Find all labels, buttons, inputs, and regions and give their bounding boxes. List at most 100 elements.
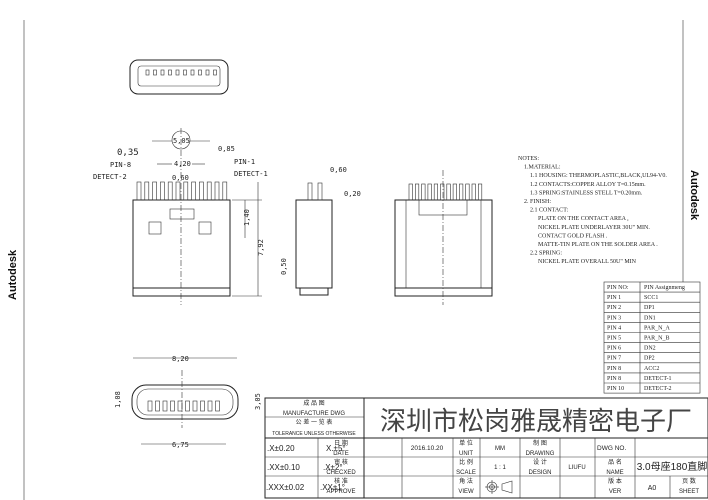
pin-signal: DN2	[644, 346, 656, 352]
solder-pin	[427, 183, 432, 201]
pin-table-header-no: PIN NO:	[607, 285, 629, 291]
solder-pin	[214, 181, 220, 201]
notes: NOTES:1.MATERIAL:1.1 HOUSING: THERMOPLAS…	[518, 156, 667, 265]
title-block: 成 品 图 MANUFACTURE DWG 公 差 一 览 表 TOLERANC…	[264, 397, 708, 499]
dim-pitch: 0,60	[172, 174, 189, 182]
solder-pin	[459, 183, 464, 201]
tolerance-cn: 公 差 一 览 表	[296, 418, 333, 426]
pin-signal: PAR_N_A	[644, 325, 670, 331]
contact-pin	[177, 400, 183, 412]
contact-pin	[198, 69, 202, 76]
dim-bottom-inner: 6,75	[172, 441, 189, 449]
contact-pin	[185, 400, 190, 412]
pin-number: PIN 3	[607, 315, 621, 321]
contact-pin	[205, 69, 210, 76]
checked-label-cn: 审 核	[334, 458, 348, 466]
solder-pin	[183, 181, 189, 201]
unit-label-cn: 单 位	[459, 439, 473, 447]
note-line: NICKEL PLATE OVERALL 50U" MIN	[538, 259, 637, 265]
view-label-cn: 角 法	[459, 477, 473, 485]
dim-bottom-slot: 1,08	[114, 391, 122, 408]
contact-pin	[207, 400, 213, 412]
dim-edge: 0,85	[218, 145, 235, 153]
note-line: NICKEL PLATE UNDERLAYER 30U" MIN.	[538, 225, 650, 231]
unit-label-en: UNIT	[459, 451, 473, 457]
contact-pin	[192, 400, 198, 412]
tol-1: .X±0.20	[267, 444, 295, 453]
solder-pin	[136, 181, 142, 201]
pin-number: PIN 8	[607, 366, 621, 372]
autodesk-watermark-left: Autodesk	[7, 249, 19, 300]
pin-signal: DETECT-2	[644, 386, 671, 392]
contact-pin	[213, 69, 217, 76]
pin-signal: DP1	[644, 305, 655, 311]
contact-pin	[190, 69, 195, 76]
dim-height-total: 7,92	[257, 239, 265, 256]
contact-pin	[155, 400, 160, 412]
pin-signal: SCC1	[644, 295, 658, 301]
ver-label-cn: 版 本	[608, 477, 622, 485]
dim-side-offset: 0,20	[344, 190, 361, 198]
name-value: 3.0母座180直脚	[637, 460, 708, 473]
front-view: 5,05 0,35 0,85 4,20 0,60 PIN-8 DETECT-2 …	[93, 128, 268, 305]
projection-view-icon	[485, 480, 513, 494]
contact-pin	[145, 69, 150, 76]
solder-pin	[144, 181, 150, 201]
approve-label-en: APPROVE	[326, 489, 355, 495]
back-view	[394, 170, 493, 305]
date-value: 2016.10.20	[411, 445, 444, 452]
pin-number: PIN 2	[607, 305, 621, 311]
design-value: LIUFU	[568, 465, 585, 471]
label-pin8: PIN-8	[110, 161, 131, 169]
solder-pin	[152, 181, 157, 201]
solder-pin	[199, 181, 204, 201]
ver-value: A0	[648, 485, 657, 492]
note-line: NOTES:	[518, 156, 539, 162]
contact-pin	[183, 69, 187, 76]
scale-value: 1 : 1	[494, 465, 506, 471]
contact-pin	[175, 69, 180, 76]
note-line: MATTE-TIN PLATE ON THE SOLDER AREA .	[538, 242, 658, 248]
unit-value: MM	[495, 446, 505, 452]
dim-bottom-width: 8,20	[172, 355, 189, 363]
dim-side-pin-gap: 0,60	[330, 166, 347, 174]
dim-pitch-span: 5,05	[173, 137, 190, 145]
tol-3: .XXX±0.02	[266, 483, 305, 492]
manufacture-cn: 成 品 图	[303, 399, 324, 407]
contact-pin	[153, 69, 157, 76]
ang-3: .XX±1°	[320, 483, 345, 492]
ver-label-en: VER	[609, 489, 622, 495]
pin-number: PIN 4	[607, 325, 621, 331]
label-detect1: DETECT-1	[234, 170, 268, 178]
manufacture-en: MANUFACTURE DWG	[283, 411, 345, 417]
name-label-cn: 品 名	[608, 458, 622, 466]
sheet-label-en: SHEET	[679, 489, 699, 495]
note-line: 2.2 SPRING:	[530, 251, 562, 257]
pin-number: PIN 8	[607, 376, 621, 382]
pin-signal: PAR_N_B	[644, 336, 669, 342]
scale-label-en: SCALE	[456, 470, 476, 476]
pin-signal: DN1	[644, 315, 656, 321]
ang-2: .X±2°	[323, 463, 343, 472]
note-line: PLATE ON THE CONTACT AREA ,	[538, 216, 629, 222]
dim-bottom-height: 3,05	[254, 393, 262, 410]
name-label-en: NAME	[606, 470, 623, 476]
drawing-label-cn: 制 图	[533, 439, 547, 447]
solder-pin	[191, 181, 196, 201]
ang-1: X.±5°	[326, 444, 346, 453]
contact-pin	[162, 400, 168, 412]
solder-pin	[477, 183, 483, 201]
sheet-label-cn: 页 数	[682, 477, 696, 485]
dwg-no-label: DWG NO.	[597, 445, 626, 452]
pin-table-header-assign: PIN Assignmeng	[644, 285, 685, 291]
solder-pin	[167, 181, 173, 201]
date-label-en: DATE	[333, 451, 349, 457]
contact-pin	[160, 69, 165, 76]
solder-pin	[440, 183, 445, 201]
checked-label-en: CHECXED	[326, 470, 356, 476]
label-detect2: DETECT-2	[93, 173, 127, 181]
autodesk-watermark-right: Autodesk	[688, 170, 700, 221]
label-pin1: PIN-1	[234, 158, 255, 166]
solder-pin	[160, 181, 165, 201]
